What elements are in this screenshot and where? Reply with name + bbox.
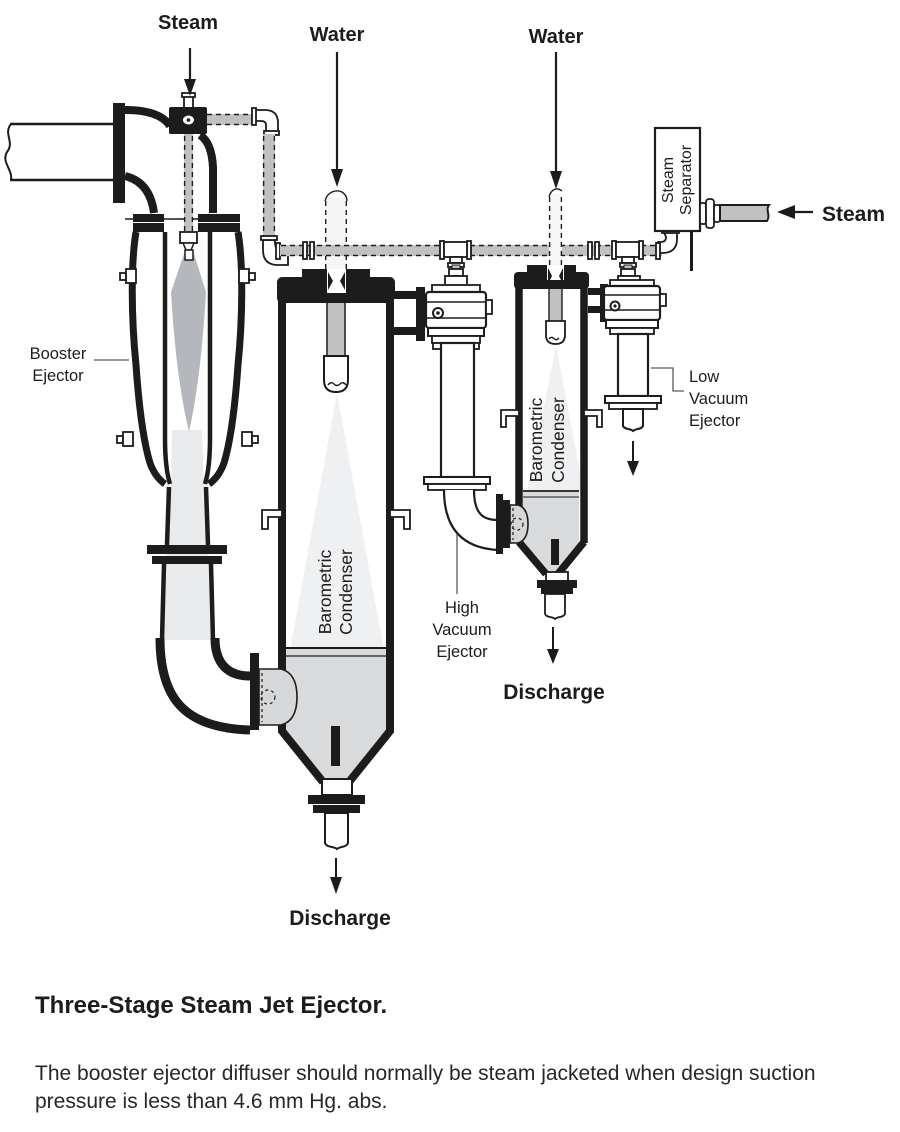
steam-arrow-right bbox=[777, 205, 795, 219]
lv-label-line3: Ejector bbox=[689, 412, 741, 430]
lv-discharge-arrow bbox=[627, 461, 639, 476]
pipe-elbow bbox=[254, 109, 279, 133]
discharge-tailpipe bbox=[324, 812, 349, 851]
lv-label-line1: Low bbox=[689, 368, 719, 386]
separator-label-line1: Steam bbox=[660, 157, 677, 203]
booster-label-line2: Ejector bbox=[32, 367, 84, 385]
lv-label-line2: Vacuum bbox=[689, 390, 748, 408]
steam-right-label: Steam bbox=[822, 203, 885, 226]
discharge-second-label: Discharge bbox=[503, 681, 605, 704]
tee-fitting-hv bbox=[439, 240, 472, 268]
water-right-label: Water bbox=[529, 26, 584, 48]
leader-lines bbox=[94, 359, 684, 594]
steam-piping bbox=[206, 107, 680, 268]
steam-separator: Steam Separator bbox=[653, 126, 772, 271]
barometric-condenser-2: Barometric Condenser bbox=[500, 265, 608, 621]
ejector-diagram: Barometric Condenser Barome bbox=[4, 12, 885, 930]
water-pool bbox=[523, 491, 579, 571]
figure-caption: Three-Stage Steam Jet Ejector. The boost… bbox=[0, 952, 900, 1117]
water-pipe-2 bbox=[548, 188, 563, 272]
support-bracket bbox=[500, 409, 520, 428]
discharge-main-label: Discharge bbox=[289, 907, 391, 930]
spray-nozzle bbox=[323, 355, 349, 394]
steam-jet bbox=[171, 254, 206, 432]
steam-nozzle bbox=[179, 231, 198, 244]
separator-box bbox=[653, 126, 702, 233]
steam-top-label: Steam bbox=[158, 12, 218, 34]
booster-label-line1: Booster bbox=[30, 345, 87, 363]
ejector-diffuser bbox=[616, 332, 650, 398]
discharge-tailpipe bbox=[622, 408, 644, 433]
diagram-labels: Steam Water Water Steam Booster Ejector … bbox=[30, 12, 885, 930]
hv-label-line3: Ejector bbox=[436, 643, 488, 661]
high-vacuum-ejector bbox=[423, 264, 529, 554]
separator-label-line2: Separator bbox=[678, 144, 695, 215]
support-bracket bbox=[583, 409, 603, 428]
support-bracket bbox=[389, 509, 411, 530]
discharge-arrow-main bbox=[330, 877, 342, 894]
ejector-diffuser bbox=[439, 341, 476, 479]
water-pool bbox=[286, 648, 386, 779]
tee-fitting-lv bbox=[611, 240, 644, 268]
flow-arrows bbox=[184, 48, 813, 894]
water-arrow-left bbox=[331, 169, 343, 187]
hv-label-line1: High bbox=[445, 599, 479, 617]
suction-pipe bbox=[10, 124, 115, 180]
low-vacuum-ejector bbox=[602, 264, 667, 433]
caption-body: The booster ejector diffuser should norm… bbox=[35, 1062, 816, 1114]
steam-arrow bbox=[184, 79, 196, 96]
discharge-tailpipe bbox=[544, 593, 566, 621]
condenser2-label-line2: Condenser bbox=[548, 397, 568, 483]
spray-nozzle bbox=[545, 320, 566, 345]
hv-label-line2: Vacuum bbox=[432, 621, 491, 639]
spray-cone bbox=[527, 345, 584, 493]
steam-supply-pipe bbox=[719, 204, 772, 222]
discharge-arrow-second bbox=[547, 649, 559, 664]
barometric-condenser-1: Barometric Condenser bbox=[258, 269, 425, 851]
water-arrow-right bbox=[550, 171, 562, 189]
caption-title: Three-Stage Steam Jet Ejector. bbox=[35, 992, 388, 1019]
condenser1-label-line2: Condenser bbox=[336, 549, 356, 635]
water-left-label: Water bbox=[310, 24, 365, 46]
flange-bolts bbox=[116, 268, 259, 447]
support-bracket bbox=[261, 509, 283, 530]
condenser1-label-line1: Barometric bbox=[315, 549, 335, 634]
spray-cone bbox=[290, 393, 384, 650]
booster-ejector bbox=[4, 92, 259, 735]
condenser2-label-line1: Barometric bbox=[526, 397, 546, 482]
water-pipe-1 bbox=[324, 190, 348, 283]
lv-leader bbox=[651, 367, 684, 392]
